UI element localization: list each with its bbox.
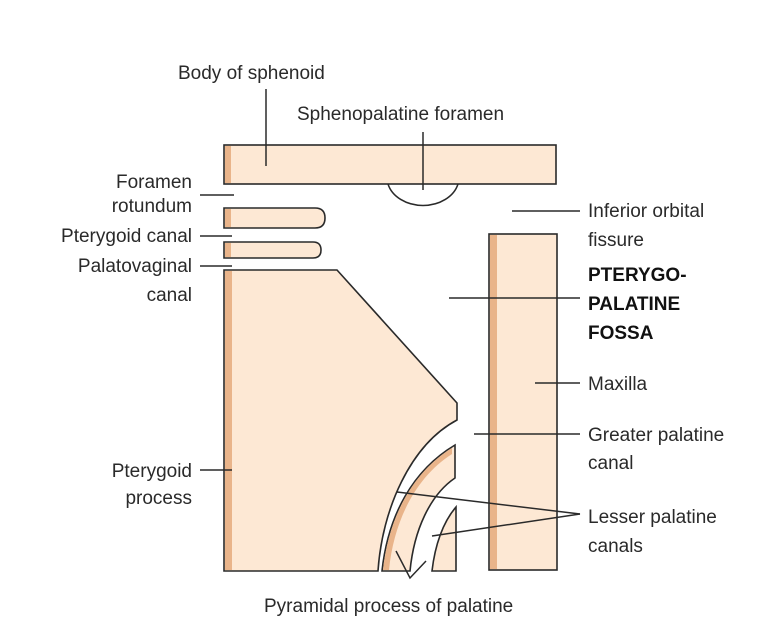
label-lesser-palatine-canals-1: Lesser palatine [588,507,717,528]
label-sphenopalatine-foramen: Sphenopalatine foramen [297,104,504,125]
pterygoid-process-shape [223,269,458,572]
label-pyramidal-process: Pyramidal process of palatine [264,596,513,617]
maxilla-shape [488,233,558,571]
leader-lines [200,89,581,580]
label-greater-palatine-canal-1: Greater palatine [588,425,724,446]
label-foramen-rotundum-1: Foramen [116,172,192,193]
label-pterygopalatine-fossa-1: PTERYGO- [588,265,687,286]
body-of-sphenoid-shape [223,144,557,185]
curved-strip-shape [381,443,456,572]
pterygoid-canal-shape [223,241,322,259]
lesser-wedge-shape [431,504,457,572]
label-palatovaginal-canal-1: Palatovaginal [78,256,192,277]
label-palatovaginal-canal-2: canal [147,285,192,306]
label-pterygoid-process-1: Pterygoid [112,461,192,482]
label-inferior-orbital-fissure-1: Inferior orbital [588,201,704,222]
foramen-rotundum-shape [223,207,326,229]
label-pterygoid-process-2: process [125,488,192,509]
sphenopalatine-foramen-shape [387,183,459,207]
label-pterygopalatine-fossa-2: PALATINE [588,294,680,315]
label-inferior-orbital-fissure-2: fissure [588,230,644,251]
label-greater-palatine-canal-2: canal [588,453,633,474]
label-maxilla: Maxilla [588,374,648,395]
label-foramen-rotundum-2: rotundum [112,196,192,217]
label-pterygoid-canal: Pterygoid canal [61,226,192,247]
label-lesser-palatine-canals-2: canals [588,536,643,557]
label-body-of-sphenoid: Body of sphenoid [178,63,325,84]
label-pterygopalatine-fossa-3: FOSSA [588,323,654,344]
